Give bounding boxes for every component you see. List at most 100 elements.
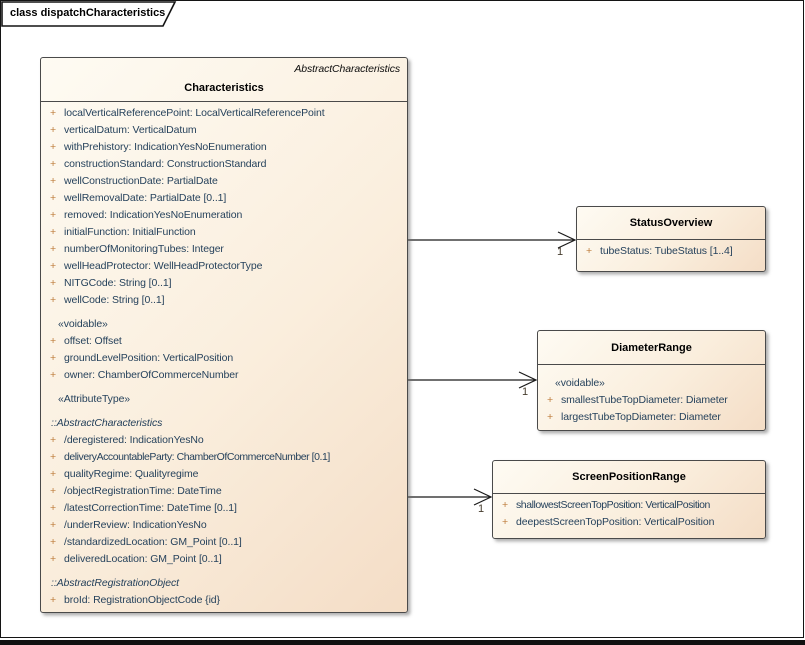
attribute-row[interactable]: «AttributeType» [45,391,403,408]
attribute-row[interactable]: + /deregistered: IndicationYesNo [45,432,403,449]
attribute-text: groundLevelPosition: VerticalPosition [64,352,234,364]
attribute-text: /underReview: IndicationYesNo [64,519,207,531]
visibility-marker: + [50,519,57,531]
attribute-text: /deregistered: IndicationYesNo [64,434,204,446]
attribute-row[interactable]: + localVerticalReferencePoint: LocalVert… [45,105,403,122]
visibility-marker: + [50,451,57,463]
attribute-text: wellRemovalDate: PartialDate [0..1] [64,192,227,204]
attribute-row[interactable]: + wellRemovalDate: PartialDate [0..1] [45,190,403,207]
attribute-row[interactable]: + groundLevelPosition: VerticalPosition [45,350,403,367]
attribute-row[interactable]: + offset: Offset [45,333,403,350]
visibility-marker: + [50,141,57,153]
attribute-text: constructionStandard: ConstructionStanda… [64,158,267,170]
attribute-row[interactable]: + owner: ChamberOfCommerceNumber [45,367,403,384]
attribute-row[interactable]: + wellConstructionDate: PartialDate [45,173,403,190]
attribute-row[interactable]: + shallowestScreenTopPosition: VerticalP… [497,497,761,514]
attribute-text: shallowestScreenTopPosition: VerticalPos… [516,499,710,511]
attribute-row[interactable]: + deepestScreenTopPosition: VerticalPosi… [497,514,761,531]
attribute-row[interactable]: + broId: RegistrationObjectCode {id} [45,592,403,609]
attribute-text: deliveryAccountableParty: ChamberOfComme… [64,451,330,463]
attribute-row[interactable]: + qualityRegime: Qualityregime [45,466,403,483]
class-screen-position-range[interactable]: ScreenPositionRange + shallowestScreenTo… [492,460,766,539]
attribute-row[interactable]: + largestTubeTopDiameter: Diameter [542,409,761,426]
diagram-title: class dispatchCharacteristics [10,7,166,19]
attribute-row[interactable]: + constructionStandard: ConstructionStan… [45,156,403,173]
visibility-marker: + [50,192,57,204]
attribute-row[interactable]: + verticalDatum: VerticalDatum [45,122,403,139]
attribute-text: /standardizedLocation: GM_Point [0..1] [64,536,242,548]
attribute-text: qualityRegime: Qualityregime [64,468,199,480]
visibility-marker: + [50,124,57,136]
attribute-row[interactable]: + removed: IndicationYesNoEnumeration [45,207,403,224]
attribute-row[interactable]: + wellHeadProtector: WellHeadProtectorTy… [45,258,403,275]
visibility-marker: + [586,245,593,257]
attribute-text: withPrehistory: IndicationYesNoEnumerati… [64,141,267,153]
association-status-overview[interactable] [408,231,577,249]
attribute-text: removed: IndicationYesNoEnumeration [64,209,243,221]
attribute-row[interactable]: + tubeStatus: TubeStatus [1..4] [581,243,761,260]
multiplicity-label-screen-position-range[interactable]: 1 [478,503,485,515]
visibility-marker [542,375,555,392]
attribute-row[interactable]: ::AbstractRegistrationObject [45,575,403,592]
attribute-text: verticalDatum: VerticalDatum [64,124,197,136]
class-diameter-range-header: DiameterRange [538,331,765,365]
class-diameter-range-attributes: «voidable» + smallestTubeTopDiameter: Di… [538,365,765,429]
attribute-row[interactable]: ::AbstractCharacteristics [45,415,403,432]
attribute-row[interactable]: «voidable» [45,316,403,333]
class-characteristics[interactable]: AbstractCharacteristics Characteristics … [40,57,408,613]
visibility-marker [45,391,58,408]
attribute-text: tubeStatus: TubeStatus [1..4] [600,245,733,257]
attribute-row[interactable]: + NITGCode: String [0..1] [45,275,403,292]
attribute-row[interactable]: + /underReview: IndicationYesNo [45,517,403,534]
visibility-marker: + [50,536,57,548]
class-diameter-range[interactable]: DiameterRange «voidable» + smallestTubeT… [537,330,766,431]
visibility-marker: + [50,260,57,272]
attribute-text: «voidable» [58,318,108,330]
visibility-marker: + [547,394,554,406]
attribute-row[interactable]: + /latestCorrectionTime: DateTime [0..1] [45,500,403,517]
attribute-row[interactable]: «voidable» [542,375,761,392]
multiplicity-label-status-overview[interactable]: 1 [557,246,564,258]
multiplicity-label-diameter-range[interactable]: 1 [522,386,529,398]
attribute-text: /latestCorrectionTime: DateTime [0..1] [64,502,237,514]
visibility-marker: + [50,294,57,306]
class-status-overview-name: StatusOverview [629,217,713,229]
attribute-row[interactable]: + withPrehistory: IndicationYesNoEnumera… [45,139,403,156]
attribute-row[interactable]: + /objectRegistrationTime: DateTime [45,483,403,500]
visibility-marker: + [50,502,57,514]
attribute-row[interactable]: + /standardizedLocation: GM_Point [0..1] [45,534,403,551]
attribute-row[interactable]: + wellCode: String [0..1] [45,292,403,309]
class-status-overview[interactable]: StatusOverview + tubeStatus: TubeStatus … [576,206,766,272]
visibility-marker: + [50,158,57,170]
attribute-row[interactable]: + initialFunction: InitialFunction [45,224,403,241]
attribute-row[interactable]: + numberOfMonitoringTubes: Integer [45,241,403,258]
attribute-text: owner: ChamberOfCommerceNumber [64,369,239,381]
association-diameter-range[interactable] [408,371,538,389]
visibility-marker: + [50,553,57,565]
attribute-text: numberOfMonitoringTubes: Integer [64,243,224,255]
attribute-row[interactable]: + smallestTubeTopDiameter: Diameter [542,392,761,409]
class-characteristics-parent-stereotype: AbstractCharacteristics [294,63,400,75]
attribute-row[interactable]: + deliveredLocation: GM_Point [0..1] [45,551,403,568]
attribute-text: NITGCode: String [0..1] [64,277,172,289]
visibility-marker: + [50,335,57,347]
attribute-text: wellCode: String [0..1] [64,294,165,306]
visibility-marker [45,316,58,333]
class-diameter-range-name: DiameterRange [611,341,692,354]
visibility-marker: + [50,175,57,187]
visibility-marker: + [50,107,57,119]
association-screen-position-range[interactable] [408,488,493,506]
tab-outline [1,1,177,27]
visibility-marker: + [502,516,509,528]
class-characteristics-header: AbstractCharacteristics Characteristics [41,58,407,102]
visibility-marker: + [50,434,57,446]
attribute-text: broId: RegistrationObjectCode {id} [64,594,220,606]
class-status-overview-attributes: + tubeStatus: TubeStatus [1..4] [577,240,765,263]
diagram-title-tab: class dispatchCharacteristics [1,1,183,28]
attribute-text: localVerticalReferencePoint: LocalVertic… [64,107,325,119]
class-status-overview-header: StatusOverview [577,207,765,240]
attribute-row[interactable]: + deliveryAccountableParty: ChamberOfCom… [45,449,403,466]
window-bottom-edge [0,640,805,645]
attribute-text: deliveredLocation: GM_Point [0..1] [64,553,222,565]
